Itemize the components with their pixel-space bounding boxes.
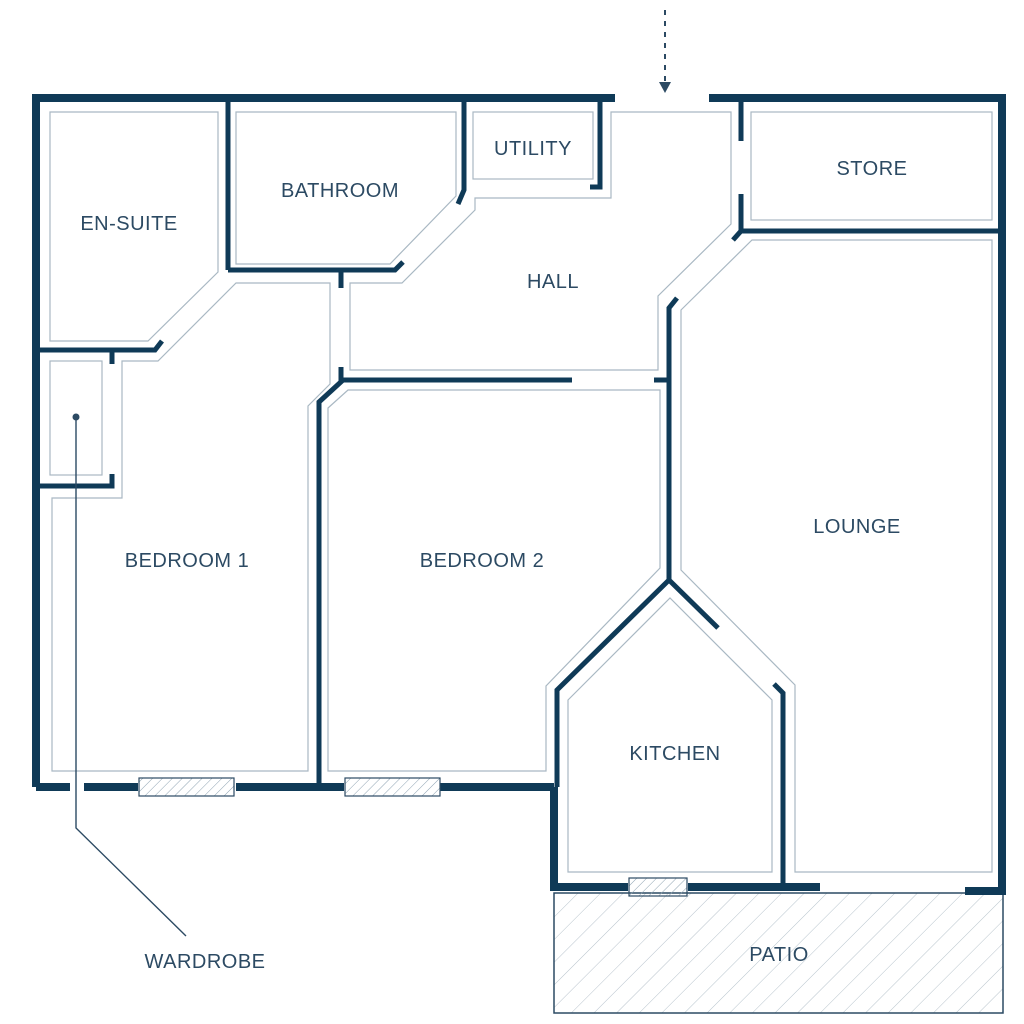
label-lounge: LOUNGE bbox=[813, 516, 900, 538]
windows bbox=[138, 777, 688, 897]
room-outlines bbox=[49, 111, 993, 873]
window-kitchen bbox=[628, 877, 688, 897]
label-utility: UTILITY bbox=[494, 138, 572, 160]
label-patio: PATIO bbox=[749, 944, 809, 966]
label-store: STORE bbox=[836, 158, 907, 180]
wardrobe-leader bbox=[72, 413, 187, 937]
entry-arrow bbox=[659, 10, 671, 93]
label-wardrobe: WARDROBE bbox=[144, 951, 265, 973]
walls bbox=[32, 94, 1006, 895]
window-bedroom1 bbox=[138, 777, 235, 797]
patio-area bbox=[553, 892, 1004, 1014]
label-bedroom-1: BEDROOM 1 bbox=[125, 550, 250, 572]
label-bathroom: BATHROOM bbox=[281, 180, 399, 202]
label-en-suite: EN-SUITE bbox=[80, 213, 177, 235]
label-hall: HALL bbox=[527, 271, 579, 293]
window-bedroom2 bbox=[344, 777, 441, 797]
label-kitchen: KITCHEN bbox=[629, 743, 720, 765]
label-bedroom-2: BEDROOM 2 bbox=[420, 550, 545, 572]
